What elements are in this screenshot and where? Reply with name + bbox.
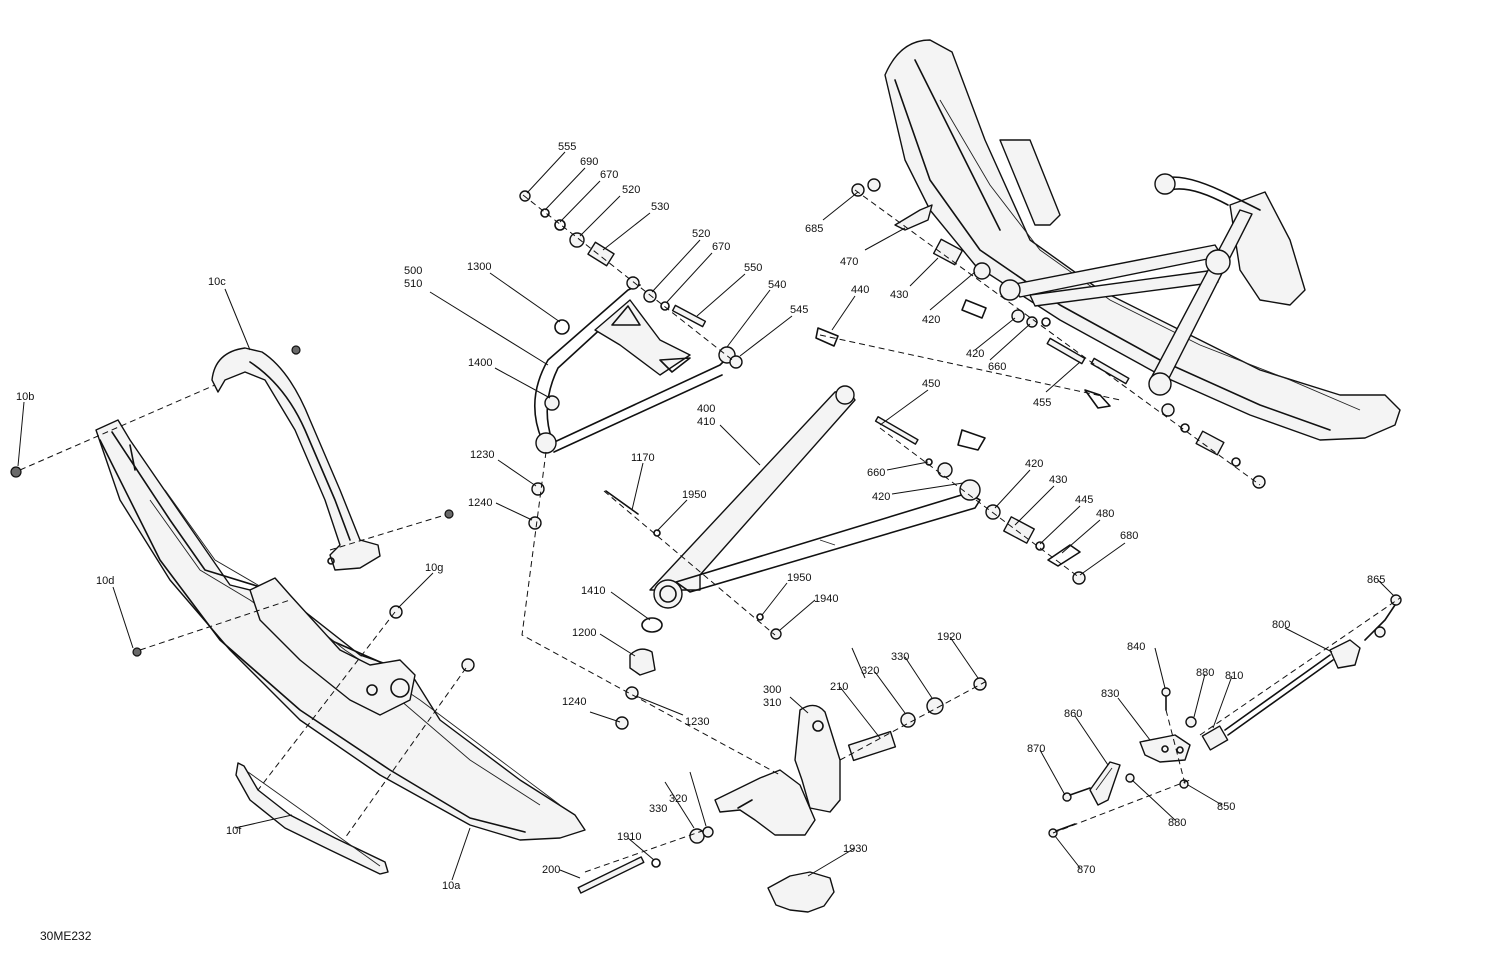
callout-label: 1400 bbox=[468, 357, 492, 369]
right-side-hardware bbox=[815, 178, 1266, 585]
spindle-hardware bbox=[577, 677, 987, 913]
callout-label: 670 bbox=[600, 169, 618, 181]
callout-label: 440 bbox=[851, 284, 869, 296]
callout-label: 690 bbox=[580, 156, 598, 168]
callout-label: 870 bbox=[1077, 864, 1095, 876]
callout-label: 1920 bbox=[937, 631, 961, 643]
callout-label: 10f bbox=[226, 825, 242, 837]
callout-label: 310 bbox=[763, 697, 781, 709]
callout-label: 455 bbox=[1033, 397, 1051, 409]
callout-label: 1240 bbox=[562, 696, 586, 708]
callout-label: 10c bbox=[208, 276, 226, 288]
callout-label: 520 bbox=[692, 228, 710, 240]
callout-label: 1230 bbox=[685, 716, 709, 728]
callout-label: 1950 bbox=[787, 572, 811, 584]
callout-label: 660 bbox=[988, 361, 1006, 373]
callout-label: 530 bbox=[651, 201, 669, 213]
callout-label: 880 bbox=[1168, 817, 1186, 829]
callout-label: 540 bbox=[768, 279, 786, 291]
callout-label: 300 bbox=[763, 684, 781, 696]
ski-runner bbox=[235, 762, 389, 875]
callout-label: 830 bbox=[1101, 688, 1119, 700]
callout-label: 1240 bbox=[468, 497, 492, 509]
callout-label: 420 bbox=[922, 314, 940, 326]
assembly-guides bbox=[19, 189, 1401, 873]
callout-label: 870 bbox=[1027, 743, 1045, 755]
callout-label: 555 bbox=[558, 141, 576, 153]
diagram-reference-code: 30ME232 bbox=[40, 929, 92, 943]
callout-label: 1940 bbox=[814, 593, 838, 605]
callout-label: 410 bbox=[697, 416, 715, 428]
ski-handle bbox=[211, 347, 381, 571]
callout-label: 1950 bbox=[682, 489, 706, 501]
callout-label: 860 bbox=[1064, 708, 1082, 720]
callout-label: 320 bbox=[669, 793, 687, 805]
callout-label: 480 bbox=[1096, 508, 1114, 520]
callout-label: 680 bbox=[1120, 530, 1138, 542]
callout-label: 400 bbox=[697, 403, 715, 415]
callout-label: 1910 bbox=[617, 831, 641, 843]
callout-label: 800 bbox=[1272, 619, 1290, 631]
front-frame bbox=[999, 173, 1261, 396]
callout-label: 10b bbox=[16, 391, 34, 403]
callout-label: 1410 bbox=[581, 585, 605, 597]
callout-label: 550 bbox=[744, 262, 762, 274]
ski-right bbox=[884, 39, 1401, 441]
spindle bbox=[714, 704, 841, 836]
callout-label: 445 bbox=[1075, 494, 1093, 506]
callout-label: 10a bbox=[442, 880, 461, 892]
lower-a-arm bbox=[649, 385, 981, 609]
callout-label: 865 bbox=[1367, 574, 1385, 586]
callout-label: 670 bbox=[712, 241, 730, 253]
callout-label: 810 bbox=[1225, 670, 1243, 682]
callout-label: 510 bbox=[404, 278, 422, 290]
callout-label: 330 bbox=[891, 651, 909, 663]
callout-label: 10g bbox=[425, 562, 443, 574]
left-ski-hardware bbox=[10, 345, 475, 672]
callout-label: 850 bbox=[1217, 801, 1235, 813]
callout-label: 660 bbox=[867, 467, 885, 479]
upper-a-arm bbox=[534, 276, 736, 454]
callout-label: 520 bbox=[622, 184, 640, 196]
callout-label: 1200 bbox=[572, 627, 596, 639]
callout-label: 1930 bbox=[843, 843, 867, 855]
callout-label: 500 bbox=[404, 265, 422, 277]
callout-label: 880 bbox=[1196, 667, 1214, 679]
callout-label: 1300 bbox=[467, 261, 491, 273]
callout-label: 330 bbox=[649, 803, 667, 815]
callout-labels: 555 690 670 520 530 520 670 550 540 545 … bbox=[16, 141, 1385, 892]
leader-lines bbox=[17, 151, 1395, 881]
callout-label: 200 bbox=[542, 864, 560, 876]
callout-label: 430 bbox=[1049, 474, 1067, 486]
callout-label: 545 bbox=[790, 304, 808, 316]
callout-label: 1170 bbox=[631, 452, 655, 464]
ball-joint-parts bbox=[528, 482, 782, 730]
callout-label: 10d bbox=[96, 575, 114, 587]
ski-left bbox=[95, 419, 586, 841]
callout-label: 420 bbox=[966, 348, 984, 360]
callout-label: 685 bbox=[805, 223, 823, 235]
callout-label: 840 bbox=[1127, 641, 1145, 653]
callout-label: 420 bbox=[872, 491, 890, 503]
callout-label: 430 bbox=[890, 289, 908, 301]
callout-label: 210 bbox=[830, 681, 848, 693]
callout-label: 450 bbox=[922, 378, 940, 390]
callout-label: 420 bbox=[1025, 458, 1043, 470]
callout-label: 470 bbox=[840, 256, 858, 268]
callout-label: 320 bbox=[861, 665, 879, 677]
steering-linkage bbox=[1048, 594, 1402, 838]
callout-label: 1230 bbox=[470, 449, 494, 461]
